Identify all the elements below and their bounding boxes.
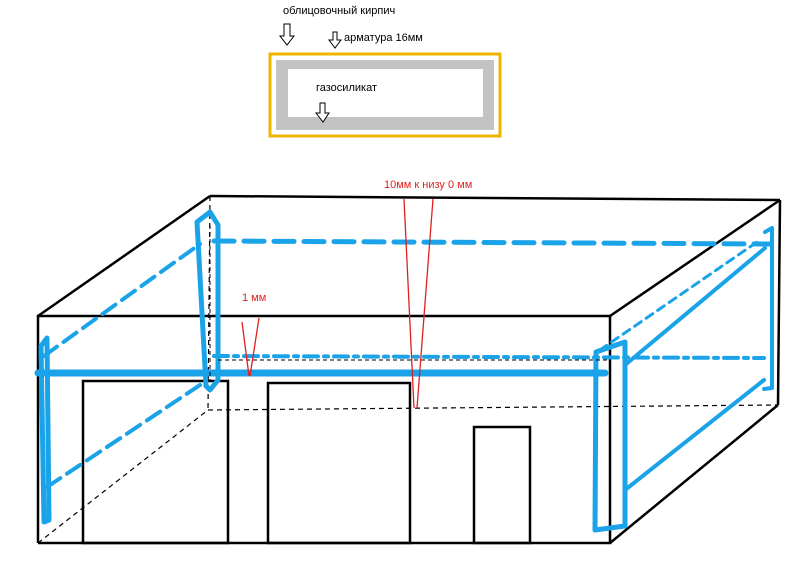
- garage-door-left: [81, 379, 230, 545]
- label-facing-brick: облицовочный кирпич: [283, 5, 395, 17]
- gap-annotation-top: [403, 198, 434, 409]
- gap-annotation-side: [241, 317, 260, 377]
- rebar-dashed: [42, 238, 773, 489]
- column-guides: [209, 225, 610, 382]
- garage-door-center: [266, 381, 412, 545]
- label-gap-side: 1 мм: [242, 292, 266, 304]
- wall-cross-section: [268, 52, 502, 138]
- label-gap-top: 10мм к низу 0 мм: [384, 179, 472, 191]
- rebar-frame: [34, 209, 774, 533]
- down-arrow-icon: [278, 23, 296, 46]
- down-arrow-icon: [314, 102, 330, 123]
- label-aerated-concrete: газосиликат: [316, 82, 377, 94]
- label-rebar: арматура 16мм: [344, 32, 423, 44]
- entry-door: [472, 425, 532, 545]
- building-outline: [36, 194, 782, 545]
- down-arrow-icon: [328, 31, 342, 49]
